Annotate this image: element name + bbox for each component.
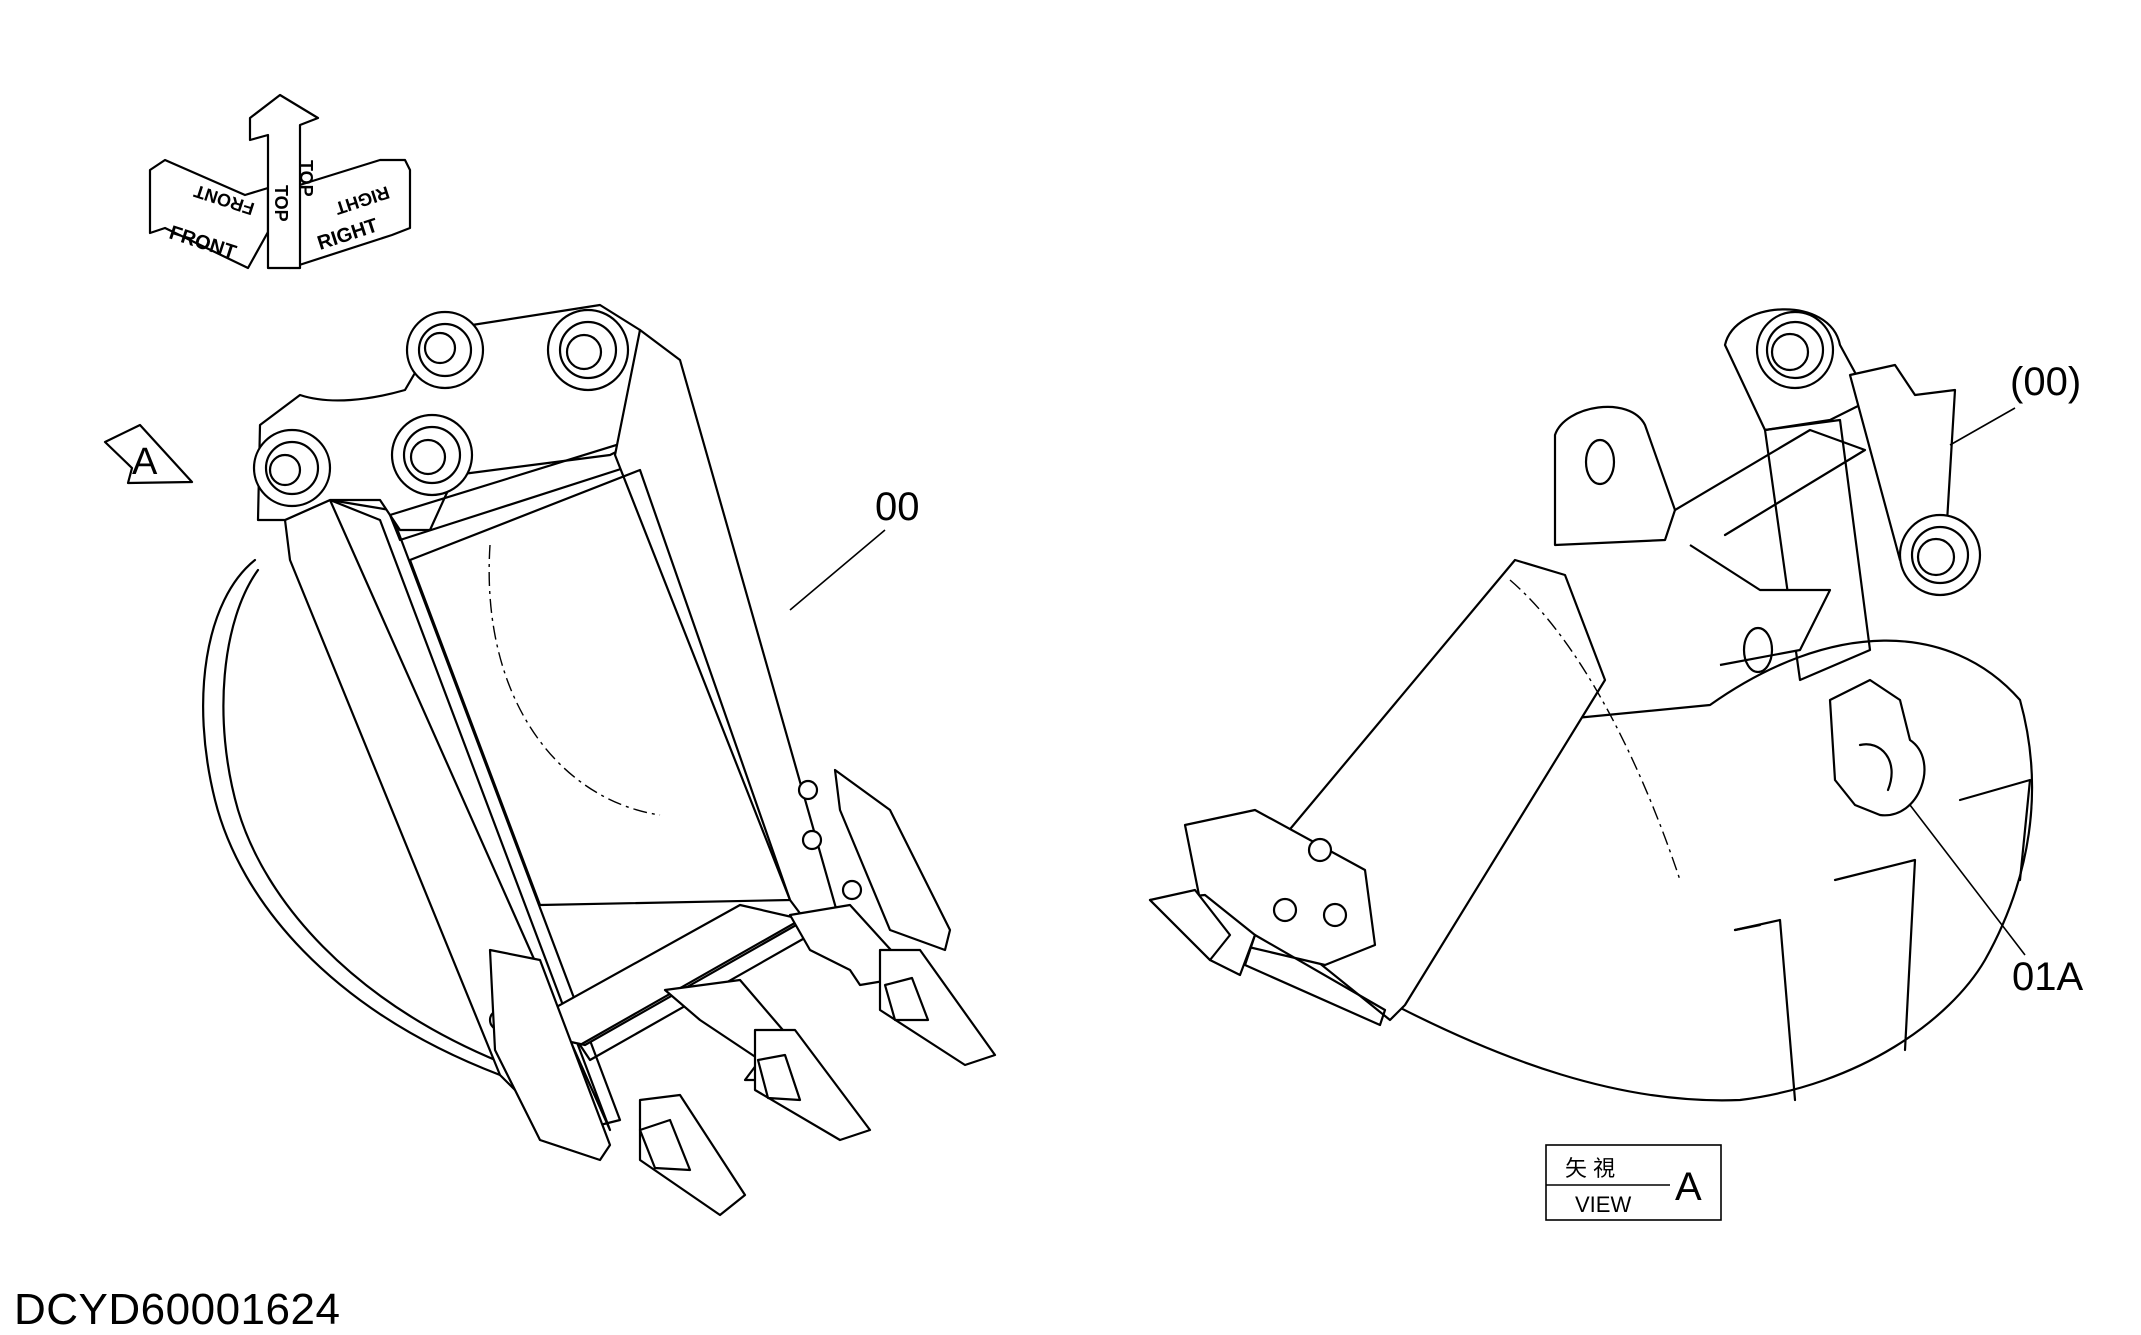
leader-line-01a	[1909, 804, 2026, 956]
pin-boss	[252, 428, 332, 508]
orientation-indicator: FRONT FRONT TOP TOP RIGHT RIGHT	[148, 93, 412, 270]
pin-boss	[405, 310, 485, 390]
top-arrow-icon	[248, 93, 320, 270]
lifting-hook	[1828, 678, 1926, 817]
drawing-id: DCYD60001624	[14, 1285, 341, 1334]
pin-boss	[1898, 513, 1982, 597]
part-label-00-ref: (00)	[2010, 360, 2081, 404]
leader-line-00	[789, 529, 886, 611]
view-a-marker-label: A	[132, 441, 158, 483]
bucket-tooth	[663, 978, 872, 1142]
view-a-box: 矢 視 VIEW A	[1545, 1144, 1722, 1221]
top-label-a: TOP	[271, 185, 291, 222]
front-arrow-icon	[148, 158, 270, 270]
top-label-b: TOP	[296, 160, 316, 197]
leader-line-00-ref	[1949, 407, 2016, 446]
part-label-00: 00	[875, 485, 920, 529]
view-box-letter: A	[1675, 1165, 1702, 1209]
bucket-tooth	[788, 903, 997, 1067]
bolt-group	[1272, 837, 1348, 928]
pin-boss	[546, 308, 630, 392]
bucket-tooth	[638, 1093, 747, 1217]
view-a-marker: A	[103, 423, 194, 485]
pin-boss	[1755, 310, 1835, 390]
part-label-01a: 01A	[2012, 955, 2083, 999]
bucket-rear-view	[1148, 308, 2034, 1102]
view-box-jp-label: 矢 視	[1565, 1156, 1615, 1181]
pin-boss	[390, 413, 474, 497]
view-box-en-label: VIEW	[1575, 1192, 1631, 1217]
bucket-tooth	[1148, 888, 1232, 962]
bucket-front-view	[202, 303, 997, 1217]
